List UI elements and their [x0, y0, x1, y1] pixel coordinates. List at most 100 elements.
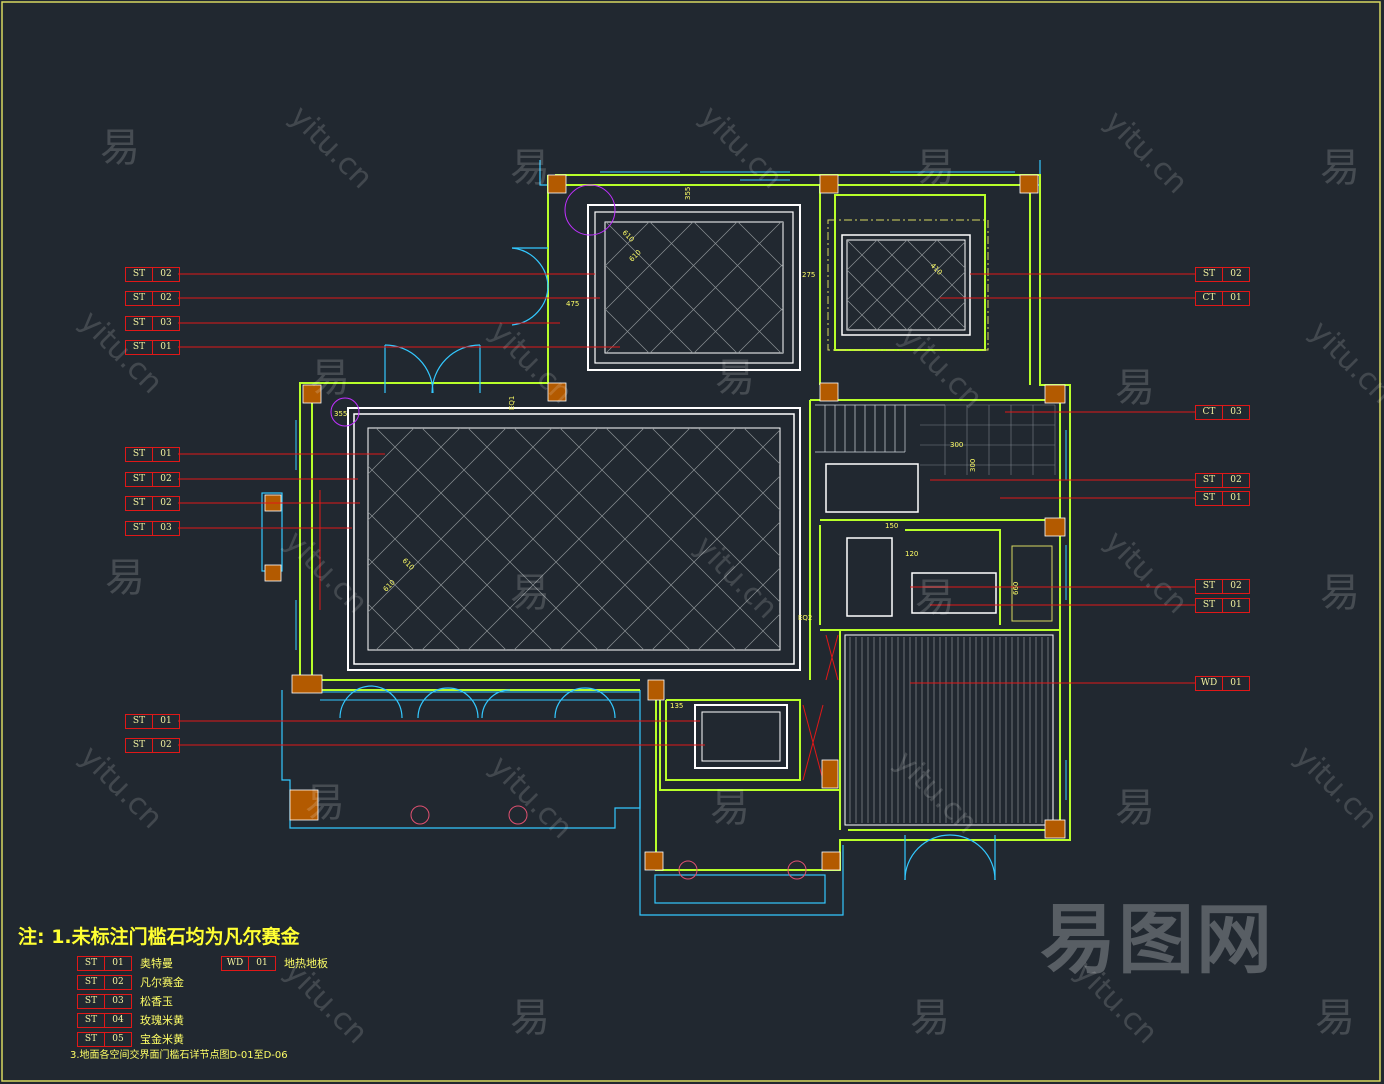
watermark-char: 易: [310, 355, 350, 401]
fixtures: [330, 184, 807, 880]
floor-pattern-line: [368, 428, 415, 475]
floor-pattern-line: [513, 428, 737, 650]
floor-pattern-line: [693, 263, 783, 353]
watermark-char: 易: [910, 995, 950, 1041]
floor-pattern-line: [421, 428, 645, 650]
structural-column: [819, 174, 839, 194]
floor-pattern-line: [605, 222, 694, 311]
floor-pattern-line: [997, 240, 1087, 330]
watermark-char: 易: [510, 570, 550, 616]
floor-pattern-line: [368, 428, 461, 521]
floor-pattern-line: [368, 428, 553, 613]
watermark-char: 易: [510, 145, 550, 191]
floor-pattern-line: [697, 567, 780, 650]
dim-label: 300: [950, 441, 963, 449]
wood-floor: [844, 634, 1054, 826]
structural-column: [1019, 174, 1039, 194]
floor-pattern-line: [368, 603, 415, 650]
floor-pattern-line: [605, 222, 650, 267]
top-right-room-floor: [827, 219, 1087, 351]
watermark-char: 易: [1320, 570, 1360, 616]
dim-label: 610: [621, 229, 636, 244]
floor-pattern-line: [997, 240, 1087, 330]
floor-pattern-line: [967, 240, 1057, 330]
floor-pattern-line: [936, 240, 965, 269]
floor-pattern-line: [559, 429, 780, 650]
floor-pattern-line: [936, 301, 965, 330]
dimension-labels: 610 610 610 610 410 355 355 275 475 300 …: [334, 187, 1020, 710]
floor-pattern-line: [605, 475, 780, 650]
floor-pattern-line: [967, 240, 1057, 330]
note-title: 注: 1.未标注门槛石均为凡尔赛金: [18, 926, 300, 948]
watermark-char: 易: [915, 575, 955, 621]
floor-pattern-line: [790, 428, 1012, 650]
watermark-char: 易: [105, 555, 145, 601]
dim-label: EQ1: [508, 396, 516, 410]
legend-name: 松香玉: [140, 995, 173, 1008]
structural-column: [644, 851, 664, 871]
shaft-marks: [319, 490, 839, 781]
dim-label: 355: [334, 410, 347, 418]
structural-column: [289, 789, 319, 821]
watermark-char: 易: [305, 780, 345, 826]
floor-pattern-line: [847, 240, 848, 241]
dim-label: EQ2: [798, 614, 812, 622]
floor-pattern-line: [974, 428, 1196, 650]
legend-name: 宝金米黄: [140, 1033, 184, 1046]
floor-pattern-line: [649, 222, 782, 353]
watermark-char: 易: [715, 355, 755, 401]
structural-column: [547, 382, 567, 402]
bath-stones: [694, 463, 1053, 769]
floor-pattern-line: [368, 428, 507, 567]
structural-column: [302, 384, 322, 404]
living-room-floor: [347, 407, 1196, 671]
floor-pattern-line: [375, 428, 599, 650]
exterior-walls: [299, 174, 1071, 871]
watermark-char: 易: [710, 785, 750, 831]
watermark-char: 易: [915, 145, 955, 191]
watermark-char: 易: [1315, 995, 1355, 1041]
structural-column: [819, 382, 839, 402]
floor-pattern-line: [826, 222, 957, 353]
watermark-char: 易: [1320, 145, 1360, 191]
dim-label: 135: [670, 702, 683, 710]
floor-pattern-line: [605, 308, 650, 353]
floor-pattern-line: [790, 428, 1012, 650]
floor-pattern-line: [906, 271, 965, 330]
dim-label: 610: [382, 578, 397, 593]
structural-column: [1044, 819, 1066, 839]
structural-column: [291, 674, 323, 694]
watermark-char: 易: [510, 995, 550, 1041]
watermark-char: 易: [1115, 365, 1155, 411]
structural-column: [647, 679, 665, 701]
legend-name: 玫瑰米黄: [140, 1014, 184, 1027]
structural-column: [1044, 384, 1066, 404]
legend-name: 奥特曼: [140, 957, 173, 970]
legend-name: 地热地板: [284, 957, 328, 970]
floor-pattern-line: [605, 222, 738, 353]
legend-name: 凡尔赛金: [140, 976, 184, 989]
doors: [261, 247, 996, 881]
footnote: 3.地面各空间交界面门槛石详节点图D-01至D-06: [70, 1050, 288, 1061]
